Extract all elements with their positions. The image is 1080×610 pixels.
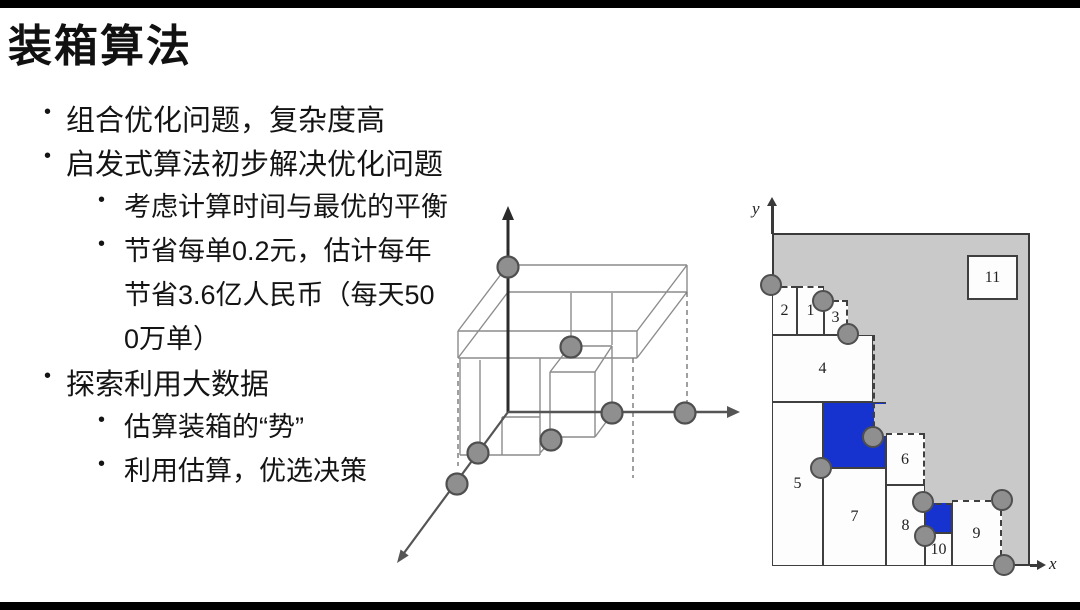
corner-point-dot bbox=[600, 401, 624, 425]
corner-point-dot bbox=[466, 441, 490, 465]
packed-item-label: 9 bbox=[972, 524, 981, 542]
corner-point-dot bbox=[539, 428, 563, 452]
bullet-marker-icon: • bbox=[98, 189, 106, 211]
packed-item-label: 1 bbox=[806, 302, 815, 319]
bullet-line: • 估算装箱的“势” bbox=[98, 405, 304, 444]
bullet-line: 0万单） bbox=[124, 317, 220, 356]
dashed-segment bbox=[873, 335, 875, 437]
skyline-corner-dot bbox=[759, 273, 782, 296]
packed-item-8: 8 bbox=[886, 485, 925, 566]
bullet-marker-icon: • bbox=[98, 453, 106, 475]
packed-item-label: 10 bbox=[930, 540, 947, 558]
packed-item-7: 7 bbox=[823, 468, 886, 566]
x-axis-label: x bbox=[1049, 554, 1057, 573]
packed-item-label: 4 bbox=[818, 359, 827, 377]
packed-item bbox=[823, 402, 886, 468]
bullet-marker-icon: • bbox=[44, 101, 52, 123]
bullet-text: 节省每单0.2元，估计每年 bbox=[124, 236, 432, 266]
x-axis-arrow-icon bbox=[727, 406, 740, 418]
bullet-line: • 探索利用大数据 bbox=[44, 361, 270, 403]
x-axis bbox=[1030, 564, 1038, 567]
bullet-text: 0万单） bbox=[124, 324, 221, 354]
bullet-line: • 考虑计算时间与最优的平衡 bbox=[98, 185, 448, 224]
dashed-drop-lines bbox=[457, 292, 688, 478]
bullet-line: • 利用估算，优选决策 bbox=[98, 449, 367, 488]
packed-item-label: 5 bbox=[793, 475, 802, 492]
skyline-corner-dot bbox=[911, 490, 934, 513]
letterbox-top bbox=[0, 0, 1080, 8]
y-axis bbox=[403, 411, 509, 554]
skyline-corner-dot bbox=[913, 524, 936, 547]
bullet-marker-icon: • bbox=[98, 233, 106, 255]
packed-item bbox=[925, 503, 952, 533]
packed-item-1: 1 bbox=[797, 286, 824, 335]
skyline-corner-dot bbox=[990, 488, 1013, 511]
packed-item-4: 4 bbox=[772, 335, 873, 402]
3d-axes bbox=[397, 206, 740, 563]
skyline-corner-dot bbox=[809, 456, 832, 479]
bullet-text: 估算装箱的“势” bbox=[124, 412, 304, 442]
skyline-corner-dot bbox=[811, 289, 834, 312]
bullet-marker-icon: • bbox=[98, 409, 106, 431]
skyline-corner-dot bbox=[836, 322, 859, 345]
bullet-marker-icon: • bbox=[44, 365, 52, 387]
corner-point-dot bbox=[496, 255, 520, 279]
bullet-text: 探索利用大数据 bbox=[66, 369, 270, 401]
y-axis-arrow-icon bbox=[767, 197, 777, 206]
slide-title: 装箱算法 bbox=[8, 22, 192, 71]
packed-item-label: 2 bbox=[780, 302, 789, 319]
packed-item-10: 10 bbox=[925, 533, 952, 566]
y-axis-label: y bbox=[752, 199, 760, 218]
corner-point-dot bbox=[673, 401, 697, 425]
bullet-line: 节省3.6亿人民币（每天50 bbox=[124, 273, 435, 312]
packed-item-2: 2 bbox=[772, 286, 797, 335]
packed-item-label: 3 bbox=[831, 309, 840, 326]
bullet-text: 节省3.6亿人民币（每天50 bbox=[124, 280, 435, 310]
bullet-line: • 节省每单0.2元，估计每年 bbox=[98, 229, 432, 268]
packed-item bbox=[874, 404, 886, 436]
packed-item-label: 8 bbox=[901, 516, 910, 534]
bullet-marker-icon: • bbox=[44, 145, 52, 167]
bullet-text: 启发式算法初步解决优化问题 bbox=[66, 149, 444, 181]
bullet-text: 考虑计算时间与最优的平衡 bbox=[124, 192, 448, 222]
packed-item-6: 6 bbox=[886, 433, 925, 485]
packed-item-3: 3 bbox=[824, 300, 848, 335]
bullet-text: 利用估算，优选决策 bbox=[124, 456, 367, 486]
skyline-corner-dot bbox=[861, 425, 884, 448]
packed-item-label: 7 bbox=[850, 508, 859, 525]
corner-point-dot bbox=[445, 472, 469, 496]
letterbox-bottom bbox=[0, 602, 1080, 610]
bullet-line: • 启发式算法初步解决优化问题 bbox=[44, 141, 444, 183]
z-axis-arrow-icon bbox=[502, 206, 514, 220]
bullet-line: • 组合优化问题，复杂度高 bbox=[44, 97, 386, 139]
corner-point-dots bbox=[445, 255, 697, 496]
packed-item-label: 11 bbox=[984, 268, 1001, 286]
wireframe-boxes bbox=[457, 264, 688, 456]
packed-item-5: 5 bbox=[772, 402, 823, 566]
bullet-text: 组合优化问题，复杂度高 bbox=[66, 105, 386, 137]
skyline-corner-dot bbox=[992, 553, 1015, 576]
packing-container bbox=[772, 233, 1030, 566]
packed-item-label: 6 bbox=[901, 450, 909, 468]
y-axis bbox=[771, 206, 774, 234]
x-axis-arrow-icon bbox=[1037, 560, 1046, 570]
corner-point-dot bbox=[559, 335, 583, 359]
packed-item-11: 11 bbox=[967, 255, 1018, 300]
packed-item-9: 9 bbox=[952, 500, 1002, 566]
y-axis-arrow-icon bbox=[397, 549, 409, 563]
